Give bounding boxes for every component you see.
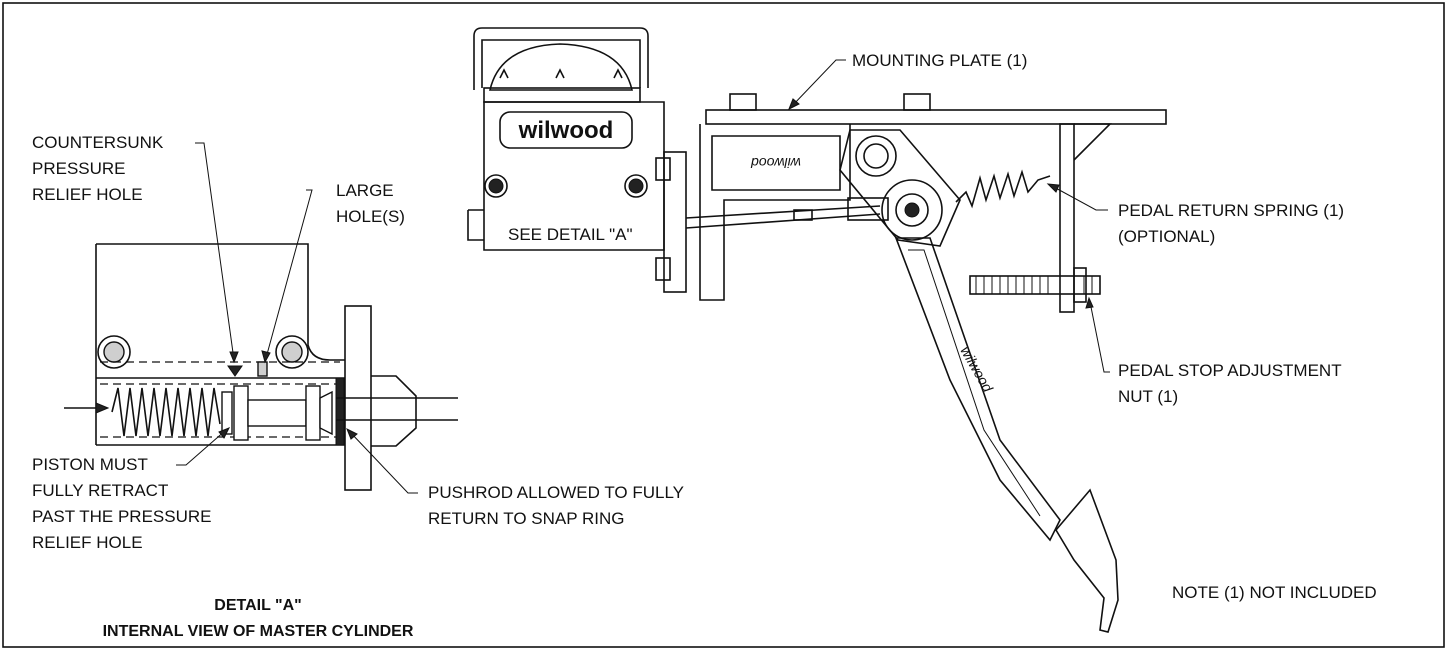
pedal-leaders [788, 59, 1110, 373]
cylinder-port [467, 209, 484, 241]
label-return-spring-2: (OPTIONAL) [1118, 227, 1215, 246]
piston-secondary [305, 385, 321, 441]
snap-ring-icon [335, 377, 345, 446]
pedal-arm-assembly: wilwood [685, 129, 1119, 633]
bail-wire-inner [481, 39, 641, 88]
wilwood-logo-badge [499, 111, 633, 149]
leader-arrow-icon [788, 98, 800, 111]
large-hole-icon [257, 361, 268, 377]
mount-hole-left-fill [103, 341, 125, 363]
label-pushrod-2: RETURN TO SNAP RING [428, 509, 624, 528]
pedal-logo: wilwood [957, 344, 996, 396]
pedal-upper-plate [839, 129, 961, 247]
bracket-logo: wilwood [750, 155, 801, 171]
leader-arrow-icon [346, 427, 358, 440]
label-piston-3: PAST THE PRESSURE [32, 507, 212, 526]
stop-bracket [1059, 123, 1075, 313]
plate-nut-left [729, 93, 757, 111]
piston-cup [221, 391, 233, 435]
bolt-right-icon [628, 178, 644, 194]
pushrod-clevis-nut [793, 209, 813, 221]
label-stop-nut-2: NUT (1) [1118, 387, 1178, 406]
reservoir-cap [488, 43, 634, 91]
label-pushrod-1: PUSHROD ALLOWED TO FULLY [428, 483, 684, 502]
leader-arrow-icon [1085, 296, 1094, 309]
pushrod-boss [371, 375, 417, 447]
flange-nut-top [655, 157, 671, 181]
label-piston-4: RELIEF HOLE [32, 533, 143, 552]
flange-nut-bottom [655, 257, 671, 281]
countersunk-hole-icon [227, 365, 243, 377]
label-piston-1: PISTON MUST [32, 455, 148, 474]
return-spring-icon [111, 387, 221, 437]
bail-wire [473, 27, 649, 90]
detail-a-title: DETAIL "A" [214, 597, 301, 614]
label-piston-2: FULLY RETRACT [32, 481, 168, 500]
mount-hole-left [97, 335, 131, 369]
label-note: NOTE (1) NOT INCLUDED [1172, 583, 1377, 602]
pedal-bracket [699, 124, 851, 301]
bracket-window [711, 135, 841, 191]
label-countersunk-1: COUNTERSUNK [32, 133, 164, 152]
stop-nut-icon [1073, 267, 1087, 303]
label-large-hole-2: HOLE(S) [336, 207, 405, 226]
label-large-hole-1: LARGE [336, 181, 394, 200]
leader-arrow-icon [218, 427, 231, 439]
label-stop-nut-1: PEDAL STOP ADJUSTMENT [1118, 361, 1342, 380]
label-countersunk-2: PRESSURE [32, 159, 126, 178]
detail-a-leaders [176, 142, 418, 494]
leader-arrow-icon [229, 351, 239, 364]
leader-arrow-icon [1046, 183, 1060, 193]
label-mounting-plate: MOUNTING PLATE (1) [852, 51, 1027, 70]
detail-a-subtitle: INTERNAL VIEW OF MASTER CYLINDER [103, 623, 414, 640]
plate-nut-right [903, 93, 931, 111]
mount-hole-right [275, 335, 309, 369]
pivot-boss [855, 135, 897, 177]
mounting-plate-assembly: wilwood [699, 93, 1167, 313]
mc-flange [663, 151, 687, 293]
reservoir-outline [96, 243, 345, 361]
stop-bracket-gusset [1073, 123, 1112, 161]
pedal-pivot [881, 179, 943, 241]
pedal-return-spring-icon [955, 169, 1051, 209]
master-cylinder-exterior: wilwood [467, 27, 687, 293]
pedal-arm [894, 237, 1061, 542]
wilwood-logo: wilwood [518, 117, 614, 144]
leader-arrow-icon [261, 350, 271, 364]
label-return-spring-1: PEDAL RETURN SPRING (1) [1118, 201, 1344, 220]
stop-bolt [969, 275, 1101, 295]
callout-labels: COUNTERSUNK PRESSURE RELIEF HOLE LARGE H… [32, 51, 1377, 640]
bolt-left-icon [488, 178, 504, 194]
pedal-pad [1055, 488, 1119, 633]
piston-shaft [247, 399, 307, 427]
label-see-detail: SEE DETAIL "A" [508, 225, 633, 244]
detail-a-cylinder [64, 243, 458, 491]
input-arrow-icon [95, 402, 110, 414]
label-countersunk-3: RELIEF HOLE [32, 185, 143, 204]
mount-hole-right-fill [281, 341, 303, 363]
pivot-bolt-icon [904, 202, 920, 218]
pushrod-seat [319, 390, 333, 436]
pushrod-clevis [847, 197, 889, 221]
piston-primary [233, 385, 249, 441]
mounting-plate [705, 109, 1167, 125]
